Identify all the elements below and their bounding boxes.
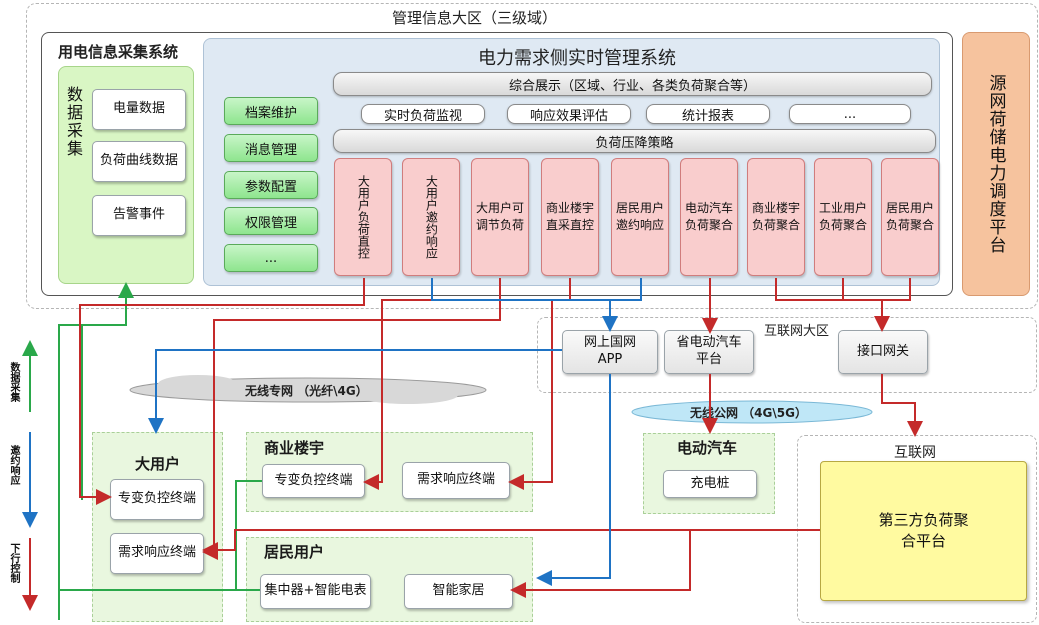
interface-gateway[interactable]: 接口网关 — [838, 330, 928, 374]
module-resident-invitation[interactable]: 居民用户邀约响应 — [611, 158, 669, 276]
module-big-user-direct-control[interactable]: 大用户负荷直控 — [334, 158, 392, 276]
blue-line-app-biguser — [148, 349, 562, 434]
blue-line-app-smarthome — [536, 374, 611, 586]
third-party-platform-label: 第三方负荷聚合平台 — [878, 511, 969, 550]
realtime-load-monitor[interactable]: 实时负荷监视 — [361, 104, 485, 124]
management-zone — [26, 3, 1038, 309]
more-menu-button[interactable]: ... — [224, 244, 318, 272]
comprehensive-display-bar[interactable]: 综合展示（区域、行业、各类负荷聚合等） — [333, 72, 932, 96]
commercial-load-control-terminal[interactable]: 专变负控终端 — [262, 464, 365, 498]
public-network-cloud — [631, 400, 873, 424]
commercial-title: 商业楼宇 — [264, 439, 325, 457]
red-line-gateway-internet — [881, 374, 923, 437]
permission-management-button[interactable]: 权限管理 — [224, 207, 318, 235]
private-network-label: 无线专网 （光纤\4G） — [245, 384, 368, 398]
internet-title: 互联网 — [894, 445, 936, 461]
realtime-system-title: 电力需求侧实时管理系统 — [478, 48, 676, 69]
module-big-user-adjustable[interactable]: 大用户可调节负荷 — [471, 158, 529, 276]
charging-pile[interactable]: 充电桩 — [663, 470, 757, 498]
dispatch-platform-label: 源网荷储电力调度平台 — [985, 74, 1006, 254]
third-party-platform[interactable]: 第三方负荷聚合平台 — [820, 461, 1027, 601]
public-network-label: 无线公网 （4G\5G） — [690, 406, 807, 420]
module-ev-aggregation[interactable]: 电动汽车负荷聚合 — [680, 158, 738, 276]
module-resident-aggregation[interactable]: 居民用户负荷聚合 — [881, 158, 939, 276]
module-big-user-invitation[interactable]: 大用户邀约响应 — [402, 158, 460, 276]
legend-invitation-label: 邀约响应 — [8, 445, 19, 485]
red-line-adjustable — [202, 278, 501, 560]
legend-downlink-label: 下行控制 — [8, 543, 19, 583]
management-zone-title: 管理信息大区（三级域） — [392, 9, 558, 27]
message-management-button[interactable]: 消息管理 — [224, 134, 318, 162]
big-user-dr-terminal[interactable]: 需求响应终端 — [110, 533, 204, 574]
ev-zone-title: 电动汽车 — [677, 439, 738, 457]
red-line-big-direct — [79, 278, 365, 505]
response-evaluation[interactable]: 响应效果评估 — [507, 104, 631, 124]
red-line-thirdparty — [202, 529, 820, 558]
parameter-config-button[interactable]: 参数配置 — [224, 171, 318, 199]
red-line-commercial — [363, 278, 571, 490]
data-collection-label: 数据采集 — [64, 86, 83, 158]
commercial-dr-terminal[interactable]: 需求响应终端 — [402, 462, 510, 499]
internet-zone-title: 互联网大区 — [764, 324, 830, 339]
red-line-thirdparty-resident — [510, 530, 691, 598]
red-line-commercial-2 — [508, 300, 553, 490]
concentrator-smart-meter[interactable]: 集中器+智能电表 — [260, 574, 371, 609]
green-line-4 — [235, 480, 262, 590]
alarm-event-item[interactable]: 告警事件 — [92, 195, 186, 236]
module-commercial-aggregation[interactable]: 商业楼宇负荷聚合 — [747, 158, 805, 276]
collection-system-title: 用电信息采集系统 — [58, 43, 179, 61]
ev-platform[interactable]: 省电动汽车平台 — [664, 330, 754, 374]
big-user-load-control-terminal[interactable]: 专变负控终端 — [110, 479, 204, 520]
big-user-title: 大用户 — [135, 455, 181, 473]
energy-data-item[interactable]: 电量数据 — [92, 89, 186, 130]
blue-line-invitation — [431, 278, 642, 301]
statistics-report[interactable]: 统计报表 — [646, 104, 770, 124]
smart-home[interactable]: 智能家居 — [404, 574, 513, 609]
load-curve-data-item[interactable]: 负荷曲线数据 — [92, 141, 186, 182]
load-reduction-strategy-bar[interactable]: 负荷压降策略 — [333, 129, 936, 153]
module-commercial-direct[interactable]: 商业楼宇直采直控 — [541, 158, 599, 276]
module-industrial-aggregation[interactable]: 工业用户负荷聚合 — [814, 158, 872, 276]
legend-data-collection-label: 数据采集 — [8, 362, 19, 402]
archive-maintenance-button[interactable]: 档案维护 — [224, 97, 318, 125]
resident-title: 居民用户 — [264, 543, 325, 561]
dispatch-platform[interactable]: 源网荷储电力调度平台 — [962, 32, 1030, 296]
more-functions[interactable]: ... — [789, 104, 911, 124]
green-line-1 — [58, 282, 134, 620]
internet-zone — [537, 317, 1037, 393]
